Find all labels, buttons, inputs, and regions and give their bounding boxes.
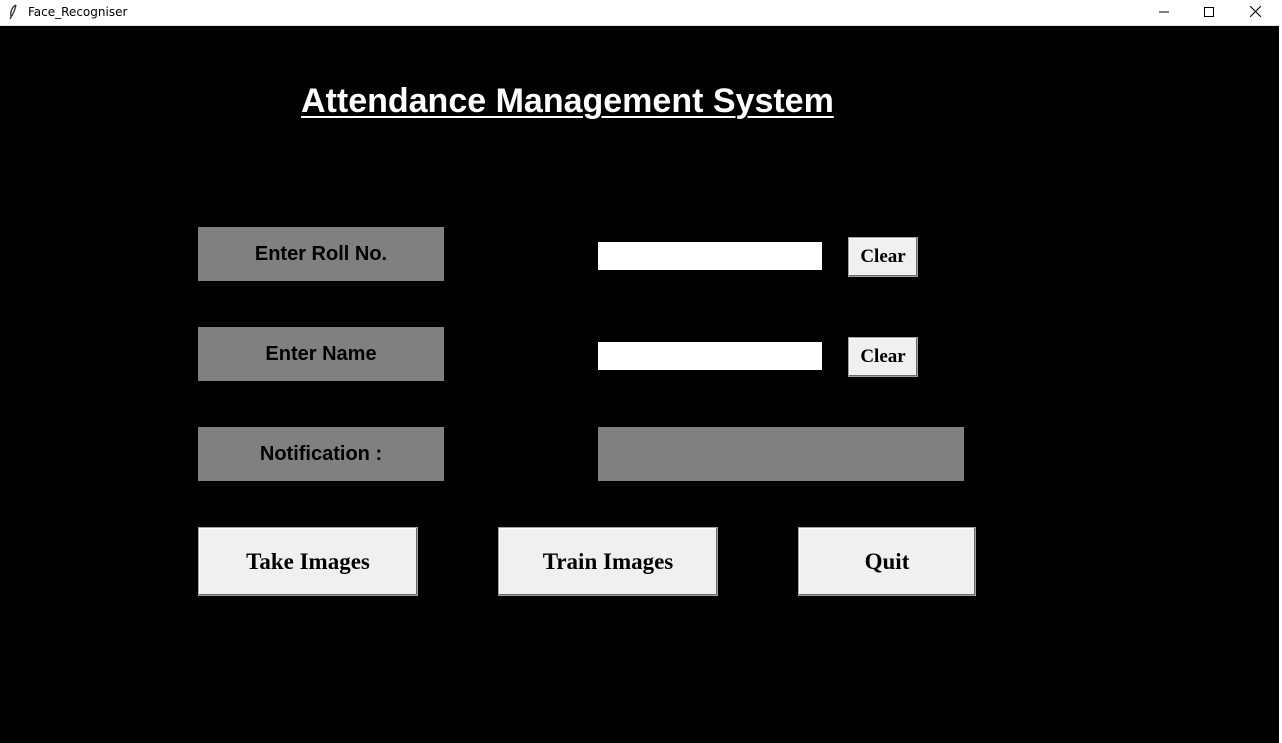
maximize-icon (1204, 4, 1214, 22)
notification-message (598, 427, 964, 481)
minimize-icon (1159, 4, 1169, 22)
roll-number-input[interactable] (598, 242, 822, 270)
take-images-button[interactable]: Take Images (198, 527, 418, 596)
window-titlebar: Face_Recogniser (0, 0, 1282, 26)
close-icon (1249, 4, 1261, 22)
train-images-button[interactable]: Train Images (498, 527, 718, 596)
page-title: Attendance Management System (301, 82, 834, 120)
maximize-button[interactable] (1186, 0, 1232, 25)
name-input[interactable] (598, 342, 822, 370)
quit-button[interactable]: Quit (798, 527, 976, 596)
notification-label: Notification : (198, 427, 444, 481)
feather-icon (8, 4, 18, 20)
roll-number-label: Enter Roll No. (198, 227, 444, 281)
window-title: Face_Recogniser (28, 5, 128, 19)
clear-roll-button[interactable]: Clear (848, 237, 918, 277)
window-border (1279, 0, 1282, 743)
minimize-button[interactable] (1141, 0, 1187, 25)
clear-name-button[interactable]: Clear (848, 337, 918, 377)
close-button[interactable] (1232, 0, 1278, 25)
name-label: Enter Name (198, 327, 444, 381)
